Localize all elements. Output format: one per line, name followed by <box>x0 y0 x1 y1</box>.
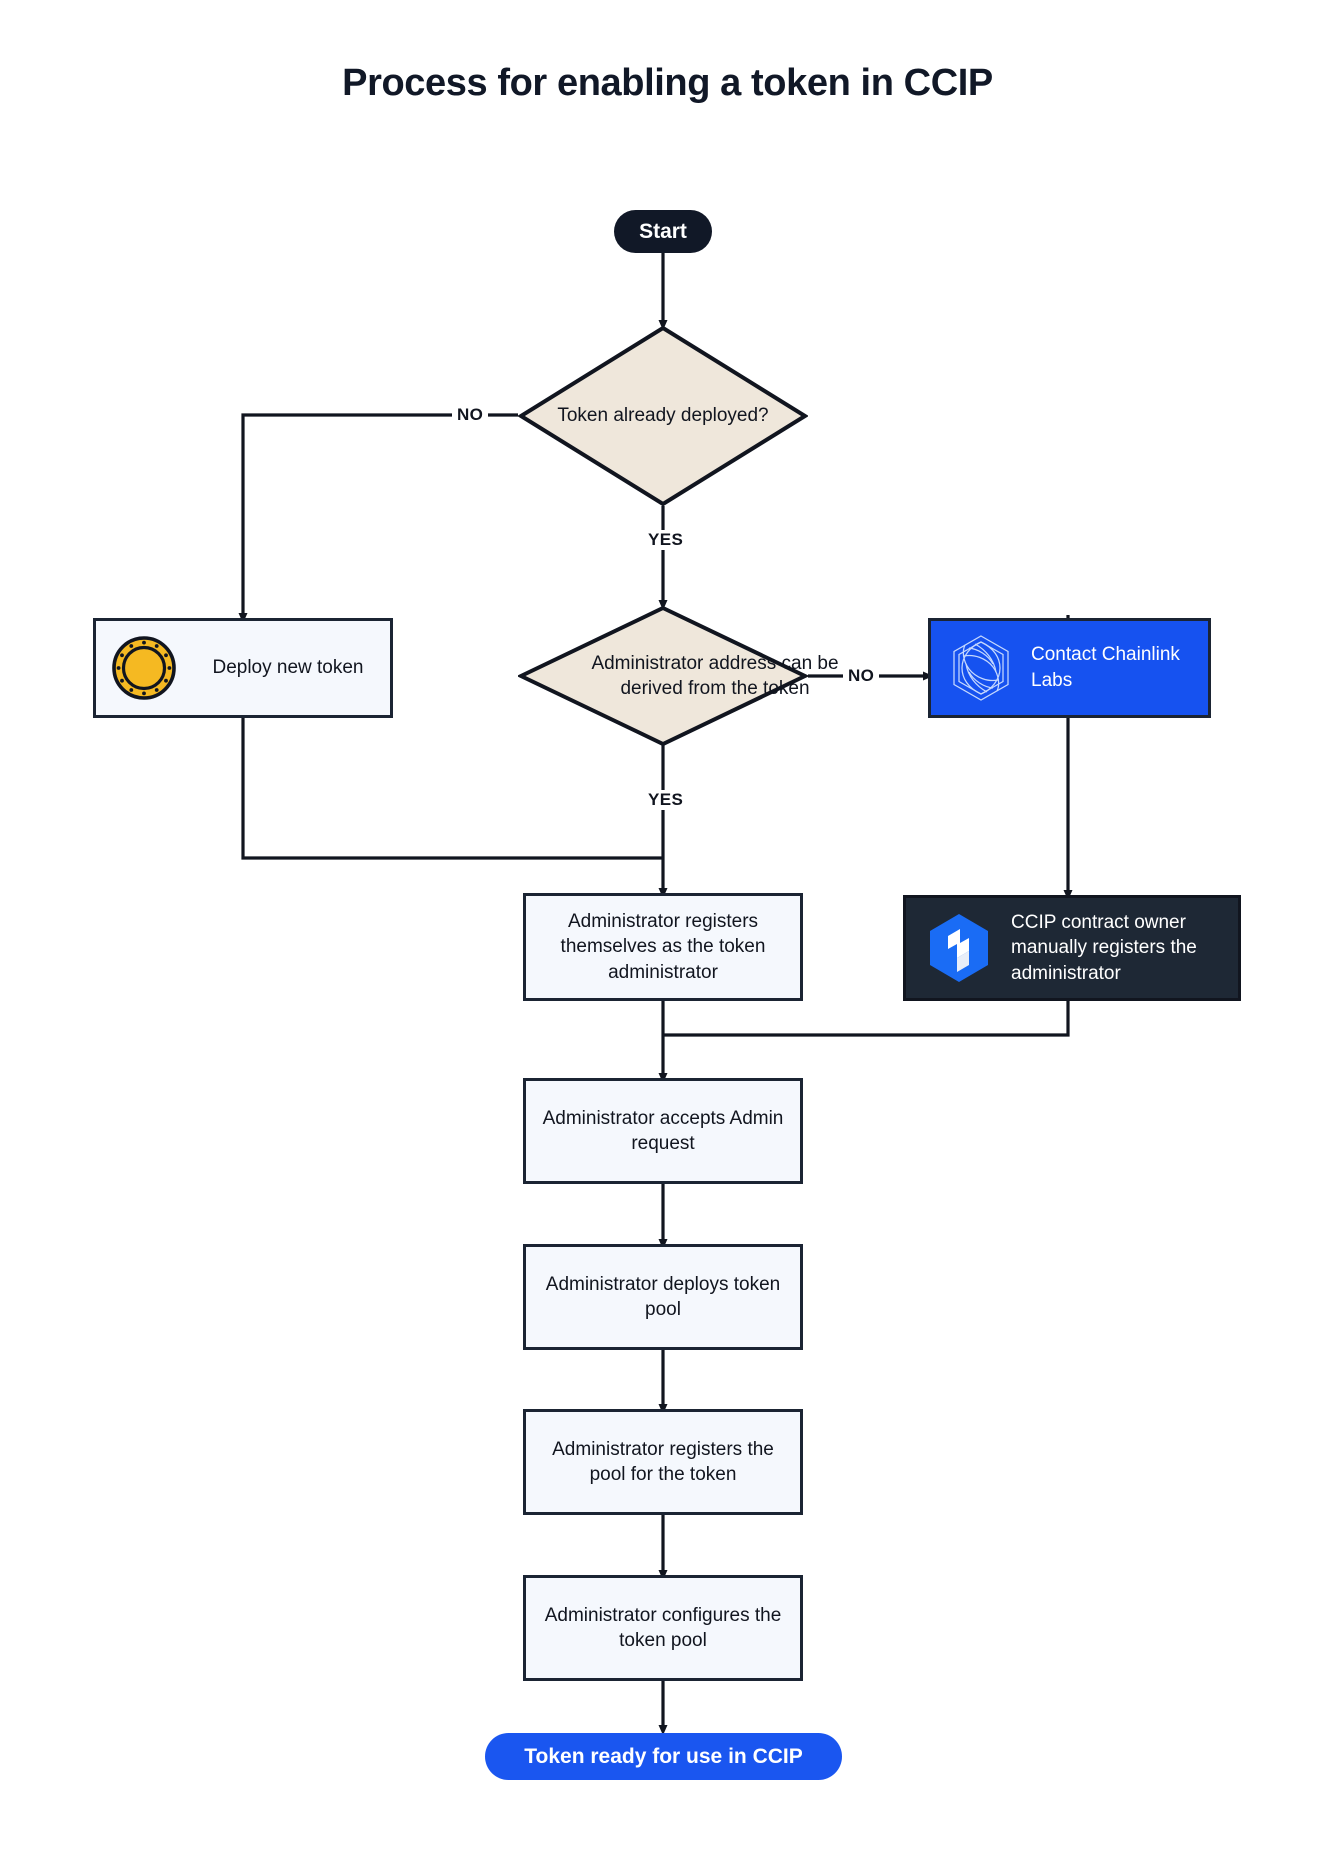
edge-label-no-token-deployed: NO <box>452 405 489 425</box>
node-admin-registers-pool-label: Administrator registers the pool for the… <box>552 1438 774 1485</box>
node-admin-configures-pool-label: Administrator configures the token pool <box>544 1604 782 1651</box>
chainlink-logo-icon <box>931 634 1031 702</box>
node-end-label: Token ready for use in CCIP <box>524 1744 803 1768</box>
node-admin-accepts-request-label: Administrator accepts Admin request <box>542 1107 784 1154</box>
node-admin-accepts-request[interactable]: Administrator accepts Admin request <box>523 1078 803 1184</box>
edge-ccip-owner-merge <box>663 1001 1070 1037</box>
edge-deploy-merge <box>241 718 663 860</box>
coin-icon <box>96 635 192 701</box>
node-admin-registers-self-label: Administrator registers themselves as th… <box>560 911 766 983</box>
ccip-logo-icon <box>906 912 1011 984</box>
node-admin-registers-pool[interactable]: Administrator registers the pool for the… <box>523 1409 803 1515</box>
diamond-shape-2 <box>516 605 810 747</box>
node-ccip-owner-registers[interactable]: CCIP contract owner manually registers t… <box>903 895 1241 1001</box>
node-admin-registers-self[interactable]: Administrator registers themselves as th… <box>523 893 803 1001</box>
node-ccip-owner-registers-label: CCIP contract owner manually registers t… <box>1011 911 1197 984</box>
node-start-label: Start <box>639 219 687 243</box>
node-decision-admin-derived[interactable]: Administrator address can be derived fro… <box>516 605 839 747</box>
node-end[interactable]: Token ready for use in CCIP <box>485 1733 842 1780</box>
node-admin-deploys-pool-label: Administrator deploys token pool <box>545 1273 781 1320</box>
node-admin-deploys-pool[interactable]: Administrator deploys token pool <box>523 1244 803 1350</box>
node-contact-chainlink-labs-label: Contact Chainlink Labs <box>1031 644 1180 691</box>
edge-label-yes-admin-derived: YES <box>643 790 689 810</box>
page-title: Process for enabling a token in CCIP <box>342 62 993 104</box>
edge-label-no-admin-derived: NO <box>843 666 880 686</box>
node-deploy-new-token-label: Deploy new token <box>212 657 364 679</box>
node-admin-configures-pool[interactable]: Administrator configures the token pool <box>523 1575 803 1681</box>
edge-label-yes-token-deployed: YES <box>643 530 689 550</box>
edge-decision1-no <box>238 413 518 624</box>
node-decision-token-deployed[interactable]: Token already deployed? <box>517 325 809 507</box>
diamond-shape-1 <box>517 325 809 507</box>
node-deploy-new-token[interactable]: Deploy new token <box>93 618 393 718</box>
node-contact-chainlink-labs[interactable]: Contact Chainlink Labs <box>928 618 1211 718</box>
node-start[interactable]: Start <box>614 210 712 253</box>
